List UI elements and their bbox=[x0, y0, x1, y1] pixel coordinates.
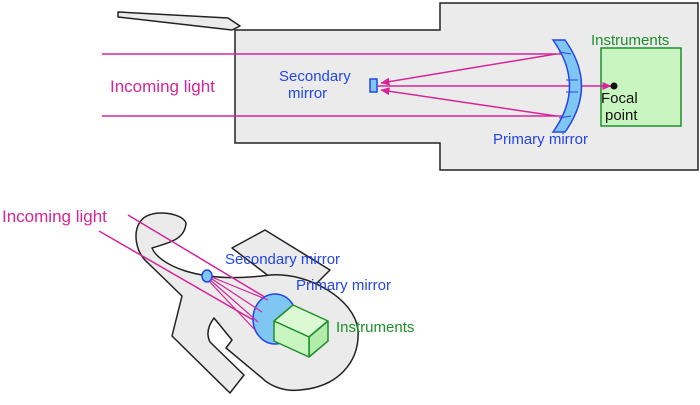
top-reflected-ray-lower bbox=[380, 87, 557, 117]
top-telescope-diagram: Incoming light Secondary mirror Instrume… bbox=[102, 2, 699, 171]
bottom-telescope-diagram: Incoming light Secondary mirror Primary … bbox=[2, 207, 414, 394]
top-instruments-label: Instruments bbox=[591, 32, 669, 49]
bottom-reflected-ray-3 bbox=[207, 277, 259, 323]
bottom-primary-mirror-label: Primary mirror bbox=[296, 277, 391, 294]
top-focal-point bbox=[610, 82, 618, 90]
top-focal-point-label-line1: Focal bbox=[601, 90, 638, 107]
top-secondary-mirror bbox=[369, 78, 378, 93]
top-incoming-light-label: Incoming light bbox=[110, 77, 215, 96]
bottom-instruments-cube bbox=[273, 304, 329, 358]
bottom-secondary-mirror bbox=[201, 269, 213, 283]
bottom-reflected-ray-4 bbox=[206, 278, 256, 331]
top-reflected-ray-upper bbox=[380, 53, 557, 86]
bottom-secondary-mirror-label: Secondary mirror bbox=[225, 251, 340, 268]
bottom-reflected-ray-1 bbox=[208, 275, 269, 301]
bottom-incoming-light-label: Incoming light bbox=[2, 207, 107, 226]
top-secondary-mirror-label-line1: Secondary bbox=[279, 68, 351, 85]
bottom-instruments-label: Instruments bbox=[336, 319, 414, 336]
top-primary-mirror bbox=[551, 39, 583, 133]
top-primary-mirror-label: Primary mirror bbox=[493, 131, 588, 148]
bottom-reflected-ray-2 bbox=[208, 276, 263, 313]
top-aperture-door bbox=[117, 11, 241, 31]
bottom-incoming-ray-upper bbox=[127, 214, 279, 306]
top-focal-point-label-line2: point bbox=[605, 107, 638, 124]
top-secondary-mirror-label-line2: mirror bbox=[288, 85, 327, 102]
